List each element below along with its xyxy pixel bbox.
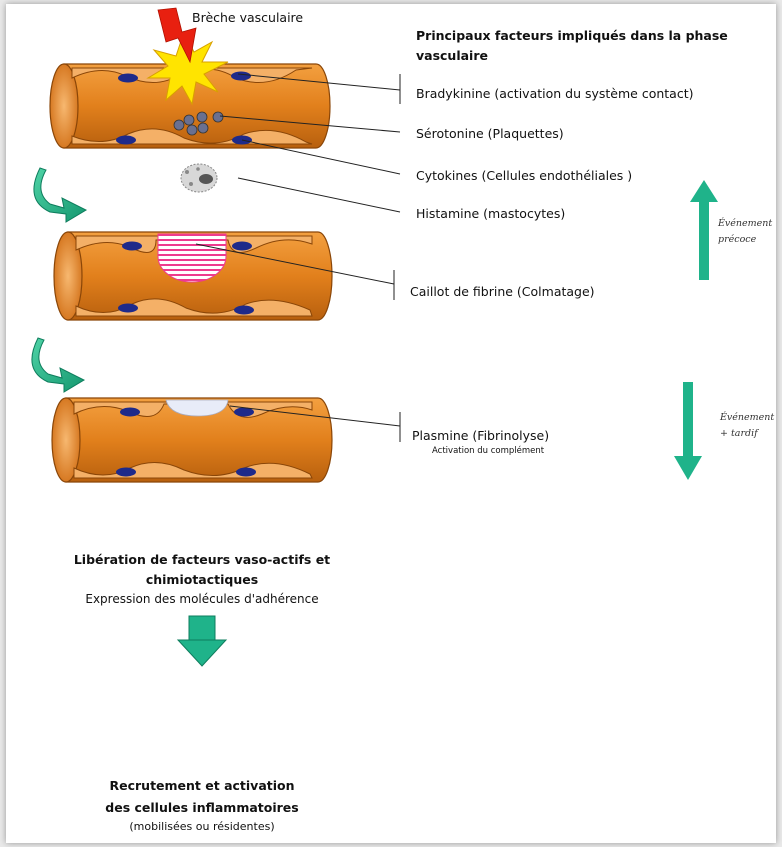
early-event-arrow-icon [690,180,718,280]
liberation-line-1: Libération de facteurs vaso-actifs et [52,552,352,567]
plasmin-sublabel: Activation du complément [432,446,544,456]
diagram-page: Brèche vasculaire Principaux facteurs im… [6,4,776,843]
down-arrow-icon [178,616,226,666]
early-event-label-1: Événement [718,218,772,229]
late-event-arrow-icon [674,382,702,480]
plasmin-label: Plasmine (Fibrinolyse) [412,428,549,443]
factor-cytokines: Cytokines (Cellules endothéliales ) [416,168,632,183]
factor-histamine: Histamine (mastocytes) [416,206,565,221]
late-event-label-1: Événement [720,412,774,423]
vascular-breach-label: Brèche vasculaire [192,10,303,25]
late-event-label-2: + tardif [720,428,758,439]
liberation-line-2: chimiotactiques [52,572,352,587]
vessel-3 [52,398,332,482]
mast-cell [181,164,217,192]
recruitment-line-2: des cellules inflammatoires [72,800,332,815]
vessel-2 [54,232,332,320]
factors-header: Principaux facteurs impliqués dans la ph… [416,26,736,66]
factor-bradykinine: Bradykinine (activation du système conta… [416,86,694,101]
factor-serotonine: Sérotonine (Plaquettes) [416,126,564,141]
factors-header-line-1: Principaux facteurs impliqués dans la ph… [416,26,736,66]
clot-label: Caillot de fibrine (Colmatage) [410,284,595,299]
recruitment-line-3: (mobilisées ou résidentes) [72,820,332,833]
curved-arrow-icon [34,168,86,222]
recruitment-line-1: Recrutement et activation [72,778,332,793]
expression-label: Expression des molécules d'adhérence [52,592,352,606]
curved-arrow-icon-2 [32,338,84,392]
diagram-graphics [6,4,776,843]
early-event-label-2: précoce [718,234,756,245]
